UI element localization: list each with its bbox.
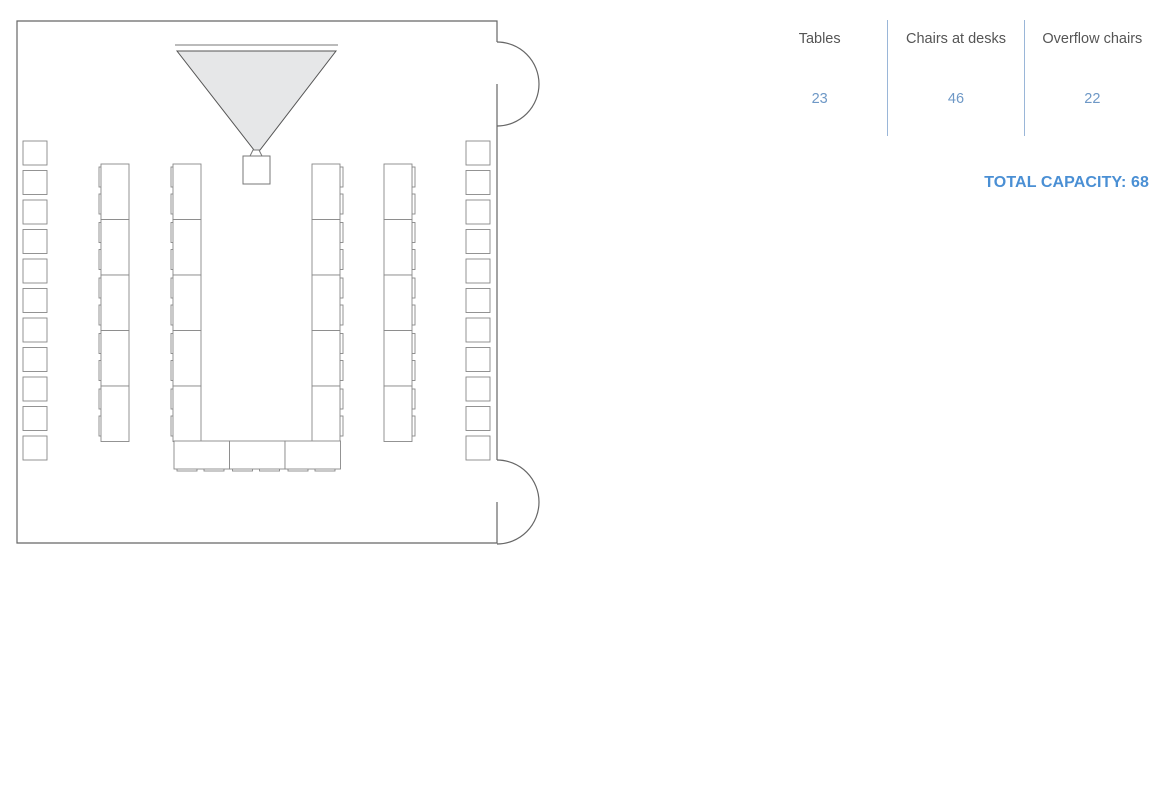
- chair-icon[interactable]: [22, 347, 48, 372]
- chair-icon[interactable]: [411, 388, 416, 410]
- chair-icon[interactable]: [22, 170, 48, 195]
- chair-icon[interactable]: [339, 304, 344, 326]
- chair-icon[interactable]: [411, 166, 416, 188]
- chair-icon[interactable]: [465, 258, 491, 284]
- chair-icon[interactable]: [411, 249, 416, 270]
- projection-beam: [175, 50, 338, 151]
- table-icon[interactable]: [311, 219, 341, 276]
- table-icon[interactable]: [383, 330, 413, 387]
- chair-icon[interactable]: [339, 360, 344, 381]
- stat-value: 23: [811, 91, 828, 107]
- table-icon[interactable]: [284, 440, 341, 470]
- chair-icon[interactable]: [22, 229, 48, 254]
- chair-icon[interactable]: [411, 333, 416, 354]
- chair-icon[interactable]: [339, 277, 344, 299]
- chair-icon[interactable]: [465, 435, 491, 461]
- projector-icon: [242, 149, 271, 185]
- chair-icon[interactable]: [465, 229, 491, 254]
- table-icon[interactable]: [100, 163, 130, 220]
- table-icon[interactable]: [172, 330, 202, 387]
- table-icon[interactable]: [383, 163, 413, 220]
- chair-icon[interactable]: [465, 317, 491, 343]
- chair-icon[interactable]: [465, 288, 491, 313]
- table-icon[interactable]: [100, 274, 130, 331]
- projection-screen-icon: [175, 44, 338, 151]
- stat-tables: Tables 23: [752, 20, 887, 136]
- stat-value: 22: [1084, 91, 1101, 107]
- chair-icon[interactable]: [411, 415, 416, 437]
- door-swing-icon: [496, 41, 540, 127]
- wall-main: [16, 20, 498, 544]
- chair-icon[interactable]: [465, 199, 491, 225]
- table-icon[interactable]: [172, 385, 202, 442]
- chair-icon[interactable]: [339, 415, 344, 437]
- projector-body: [242, 155, 271, 185]
- stat-label: Chairs at desks: [906, 31, 1006, 47]
- stat-label: Tables: [798, 31, 841, 47]
- table-icon[interactable]: [172, 163, 202, 220]
- floor-plan: [16, 20, 540, 545]
- chair-icon[interactable]: [411, 277, 416, 299]
- chair-icon[interactable]: [465, 347, 491, 372]
- chair-icon[interactable]: [22, 288, 48, 313]
- door-top[interactable]: [496, 41, 540, 127]
- chair-icon[interactable]: [339, 388, 344, 410]
- stats-panel: Tables 23 Chairs at desks 46 Overflow ch…: [752, 20, 1160, 136]
- chair-icon[interactable]: [465, 140, 491, 166]
- table-icon[interactable]: [383, 274, 413, 331]
- chair-icon[interactable]: [411, 304, 416, 326]
- chair-icon[interactable]: [22, 376, 48, 402]
- table-icon[interactable]: [100, 385, 130, 442]
- table-icon[interactable]: [311, 163, 341, 220]
- door-bottom[interactable]: [496, 459, 540, 545]
- seating-layout: [22, 140, 491, 472]
- chair-icon[interactable]: [339, 193, 344, 215]
- chair-icon[interactable]: [465, 170, 491, 195]
- chair-icon[interactable]: [339, 222, 344, 243]
- chair-icon[interactable]: [22, 406, 48, 431]
- table-icon[interactable]: [311, 330, 341, 387]
- stat-chairs-at-desks: Chairs at desks 46: [887, 20, 1023, 136]
- stat-overflow-chairs: Overflow chairs 22: [1023, 20, 1160, 136]
- room-walls: [16, 20, 498, 544]
- table-icon[interactable]: [173, 440, 230, 470]
- table-icon[interactable]: [229, 440, 286, 470]
- chair-icon[interactable]: [411, 193, 416, 215]
- chair-icon[interactable]: [411, 360, 416, 381]
- chair-icon[interactable]: [339, 333, 344, 354]
- stat-label: Overflow chairs: [1042, 31, 1143, 47]
- table-icon[interactable]: [100, 330, 130, 387]
- projector-lens: [249, 149, 263, 157]
- table-icon[interactable]: [172, 274, 202, 331]
- chair-icon[interactable]: [465, 376, 491, 402]
- table-icon[interactable]: [311, 274, 341, 331]
- chair-icon[interactable]: [22, 199, 48, 225]
- chair-icon[interactable]: [22, 140, 48, 166]
- chair-icon[interactable]: [339, 166, 344, 188]
- door-swing-icon: [496, 459, 540, 545]
- chair-icon[interactable]: [22, 258, 48, 284]
- table-icon[interactable]: [172, 219, 202, 276]
- total-capacity: TOTAL CAPACITY: 68: [984, 174, 1149, 191]
- table-icon[interactable]: [311, 385, 341, 442]
- chair-icon[interactable]: [22, 317, 48, 343]
- chair-icon[interactable]: [411, 222, 416, 243]
- table-icon[interactable]: [100, 219, 130, 276]
- chair-icon[interactable]: [465, 406, 491, 431]
- chair-icon[interactable]: [339, 249, 344, 270]
- table-icon[interactable]: [383, 219, 413, 276]
- table-icon[interactable]: [383, 385, 413, 442]
- chair-icon[interactable]: [22, 435, 48, 461]
- stat-value: 46: [947, 91, 965, 107]
